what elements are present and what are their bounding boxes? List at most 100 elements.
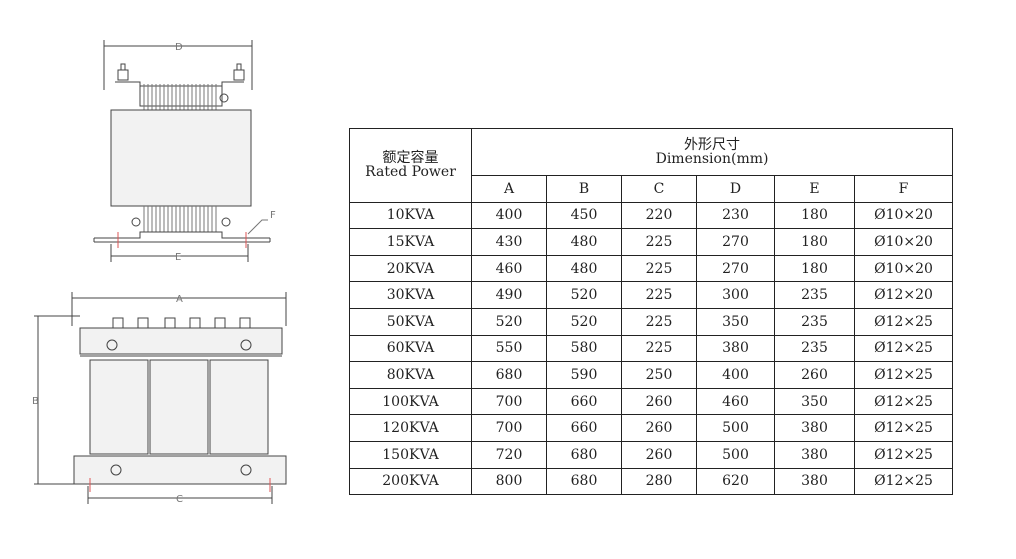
dimension-cell: Ø12×20 [853,281,954,309]
dimension-cell: 400 [471,201,547,230]
dimension-cell: 460 [696,387,775,416]
dimension-header-en: Dimension(mm) [655,151,769,167]
dimension-header: 外形尺寸 Dimension(mm) [470,128,954,176]
dimension-table: 额定容量 Rated Power 外形尺寸 Dimension(mm) A B … [349,128,954,496]
column-header: A [471,175,547,203]
dimension-cell: 350 [774,387,855,416]
rated-power-cell: 30KVA [349,281,472,309]
dimension-cell: 260 [774,361,855,389]
dimension-cell: 720 [471,440,547,469]
dimension-cell: 280 [621,467,697,496]
dimension-cell: Ø12×25 [853,307,954,336]
dimension-cell: 520 [546,307,622,336]
dimension-cell: 430 [471,228,547,256]
rated-power-cell: 200KVA [349,467,472,496]
dimension-cell: 230 [696,201,775,230]
dimension-cell: Ø12×25 [853,387,954,416]
dim-label-a: A [176,294,183,305]
dimension-cell: 300 [696,281,775,309]
dim-label-d: D [175,42,183,53]
rated-power-cell: 15KVA [349,228,472,256]
dimension-cell: 380 [774,440,855,469]
dimension-cell: 225 [621,281,697,309]
dimension-cell: 580 [546,334,622,363]
rated-power-cell: 150KVA [349,440,472,469]
column-header: C [621,175,697,203]
column-header: E [774,175,855,203]
dimension-cell: 235 [774,307,855,336]
dimension-cell: 225 [621,334,697,363]
dimension-cell: 250 [621,361,697,389]
dimension-cell: 260 [621,440,697,469]
rated-power-cell: 100KVA [349,387,472,416]
dimension-cell: 180 [774,201,855,230]
rated-power-header-cn: 额定容量 [382,150,439,167]
dimension-cell: 680 [471,361,547,389]
dim-label-e: E [175,252,181,263]
dimension-cell: 225 [621,254,697,283]
rated-power-cell: 120KVA [349,414,472,442]
dimension-cell: 500 [696,414,775,442]
rated-power-header-en: Rated Power [365,164,456,181]
dimension-cell: Ø12×25 [853,440,954,469]
column-header: B [546,175,622,203]
dimension-cell: 380 [696,334,775,363]
dimension-cell: 520 [471,307,547,336]
dimension-cell: Ø10×20 [853,254,954,283]
dimension-cell: 380 [774,467,855,496]
rated-power-cell: 10KVA [349,201,472,230]
dimension-cell: 680 [546,467,622,496]
dim-label-f: F [270,210,276,221]
transformer-drawing: D E F A B C [32,40,287,505]
dimension-cell: 260 [621,387,697,416]
column-header: D [696,175,775,203]
dimension-cell: 490 [471,281,547,309]
dimension-cell: 450 [546,201,622,230]
dimension-cell: 225 [621,307,697,336]
dimension-cell: 480 [546,228,622,256]
dimension-cell: 550 [471,334,547,363]
dimension-header-cn: 外形尺寸 [684,137,741,153]
dimension-cell: 590 [546,361,622,389]
rated-power-cell: 50KVA [349,307,472,336]
dim-label-b: B [32,396,39,407]
dimension-cell: 520 [546,281,622,309]
dimension-cell: 350 [696,307,775,336]
dimension-cell: 620 [696,467,775,496]
dimension-cell: Ø10×20 [853,228,954,256]
dimension-cell: 180 [774,228,855,256]
dimension-cell: 180 [774,254,855,283]
dimension-cell: 260 [621,414,697,442]
rated-power-cell: 80KVA [349,361,472,389]
dimension-cell: 700 [471,387,547,416]
dimension-cell: 235 [774,334,855,363]
dimension-cell: 220 [621,201,697,230]
dimension-cell: 235 [774,281,855,309]
dimension-cell: 680 [546,440,622,469]
rated-power-header: 额定容量 Rated Power [349,128,472,203]
dimension-cell: 700 [471,414,547,442]
dim-label-c: C [176,494,183,505]
dimension-cell: Ø10×20 [853,201,954,230]
dimension-cell: 380 [774,414,855,442]
dimension-cell: Ø12×25 [853,467,954,496]
column-header: F [853,175,954,203]
dimension-cell: Ø12×25 [853,361,954,389]
dimension-cell: 500 [696,440,775,469]
rated-power-cell: 60KVA [349,334,472,363]
dimension-cell: Ø12×25 [853,334,954,363]
dimension-cell: 225 [621,228,697,256]
dimension-cell: 480 [546,254,622,283]
dimension-cell: 270 [696,254,775,283]
dimension-cell: 660 [546,387,622,416]
dimension-cell: 400 [696,361,775,389]
